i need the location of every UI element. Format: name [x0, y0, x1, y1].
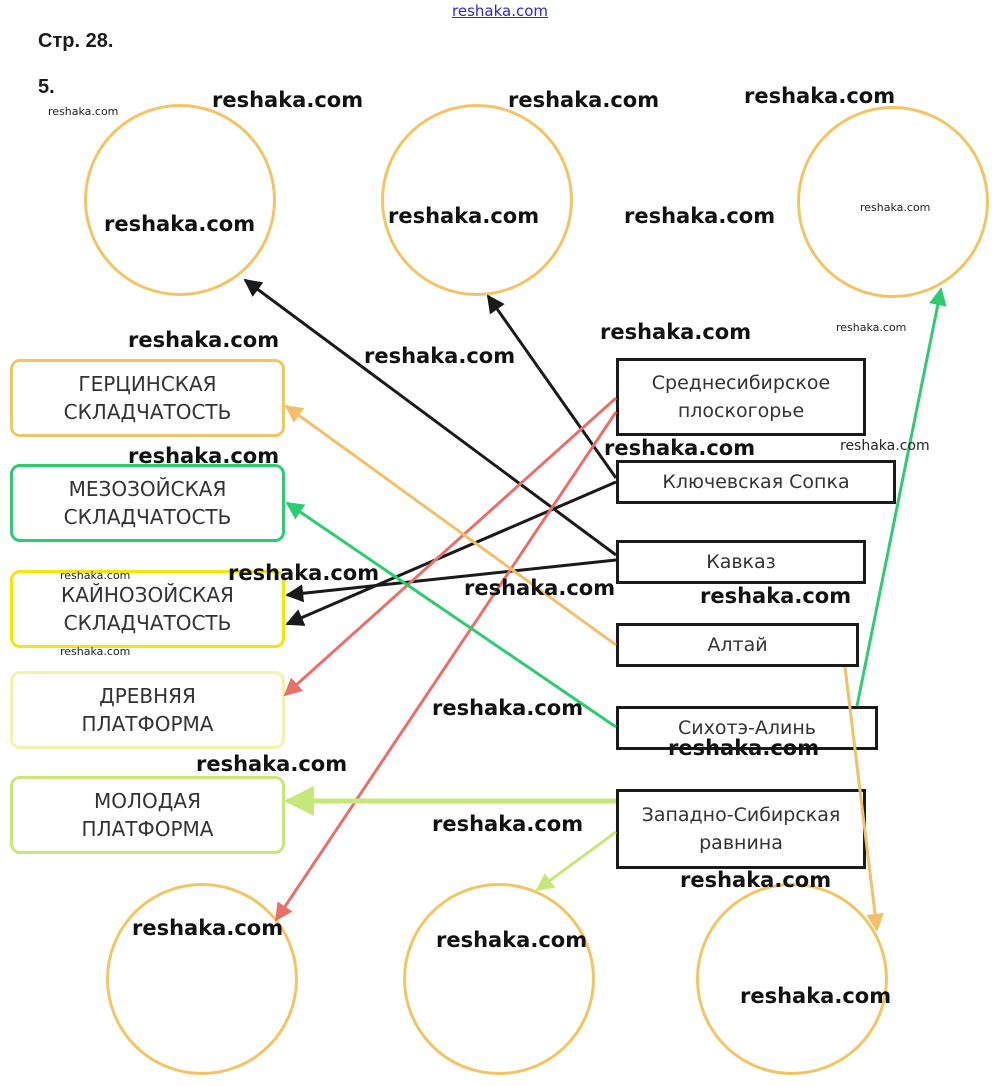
watermark: reshaka.com [680, 868, 832, 892]
watermark: reshaka.com [740, 984, 892, 1008]
region-label: Алтай [707, 634, 768, 656]
watermark-small: reshaka.com [60, 569, 131, 582]
watermark: reshaka.com [228, 561, 380, 585]
region-label: Сихотэ-Алинь [678, 717, 816, 739]
fold-label: ГЕРЦИНСКАЯ СКЛАДЧАТОСТЬ [63, 372, 232, 424]
region-label: Кавказ [706, 551, 776, 573]
watermark: reshaka.com [128, 444, 280, 468]
watermark: reshaka.com [624, 204, 776, 228]
watermark-small: reshaka.com [840, 438, 930, 454]
arrow-klyuchevskaya-to-cenozoic [285, 480, 617, 626]
fold-box-young-platform: МОЛОДАЯ ПЛАТФОРМА [10, 776, 285, 854]
watermark: reshaka.com [700, 584, 852, 608]
watermark: reshaka.com [128, 328, 280, 352]
arrow-altai-to-hercynian [284, 404, 617, 647]
watermark: reshaka.com [744, 84, 896, 108]
region-box-caucasus: Кавказ [616, 540, 866, 584]
arrow-sikhote-alin-to-mesozoic [285, 501, 617, 729]
fold-label: МЕЗОЗОЙСКАЯ СКЛАДЧАТОСТЬ [63, 477, 232, 529]
fold-label: МОЛОДАЯ ПЛАТФОРМА [81, 789, 214, 841]
watermark: reshaka.com [508, 88, 660, 112]
arrow-plain-to-circle [535, 830, 617, 892]
fold-box-mesozoic: МЕЗОЗОЙСКАЯ СКЛАДЧАТОСТЬ [10, 464, 285, 542]
watermark: reshaka.com [364, 344, 516, 368]
watermark: reshaka.com [464, 576, 616, 600]
watermark: reshaka.com [132, 916, 284, 940]
region-box-sikhote-alin: Сихотэ-Алинь [616, 706, 878, 750]
fold-box-ancient-platform: ДРЕВНЯЯ ПЛАТФОРМА [10, 671, 285, 749]
fold-label: ДРЕВНЯЯ ПЛАТФОРМА [81, 684, 214, 736]
fold-box-hercynian: ГЕРЦИНСКАЯ СКЛАДЧАТОСТЬ [10, 359, 285, 437]
arrow-caucasus-to-circle [243, 278, 617, 557]
region-box-west-siberian-plain: Западно-Сибирская равнина [616, 789, 866, 869]
page-label: Стр. 28. [38, 30, 114, 52]
fold-box-cenozoic: КАЙНОЗОЙСКАЯ СКЛАДЧАТОСТЬ [10, 570, 285, 648]
watermark: reshaka.com [104, 212, 256, 236]
answer-circle [696, 883, 888, 1075]
region-label: Среднесибирское плоскогорье [651, 372, 831, 422]
arrow-plateau-to-ancient-platform [283, 396, 618, 697]
watermark: reshaka.com [604, 436, 756, 460]
watermark: reshaka.com [196, 752, 348, 776]
watermark-small: reshaka.com [48, 105, 119, 118]
watermark-small: reshaka.com [60, 645, 131, 658]
region-box-klyuchevskaya: Ключевская Сопка [616, 460, 896, 504]
region-label: Западно-Сибирская равнина [641, 804, 841, 854]
watermark: reshaka.com [388, 204, 540, 228]
watermark: reshaka.com [432, 696, 584, 720]
answer-circle [106, 883, 298, 1075]
watermark-small: reshaka.com [836, 321, 907, 334]
watermark: reshaka.com [600, 320, 752, 344]
region-box-central-siberian-plateau: Среднесибирское плоскогорье [616, 358, 866, 436]
arrow-klyuchevskaya-to-circle [486, 294, 618, 479]
task-number: 5. [38, 76, 55, 98]
region-label: Ключевская Сопка [662, 471, 850, 493]
watermark: reshaka.com [436, 928, 588, 952]
top-site-link[interactable]: reshaka.com [452, 2, 548, 20]
answer-circle [381, 104, 573, 296]
region-box-altai: Алтай [616, 623, 859, 667]
watermark: reshaka.com [212, 88, 364, 112]
watermark: reshaka.com [668, 736, 820, 760]
watermark: reshaka.com [432, 812, 584, 836]
answer-circle [84, 104, 276, 296]
answer-circle [403, 883, 595, 1075]
watermark-small: reshaka.com [860, 201, 931, 214]
arrow-plateau-to-circle [274, 411, 618, 922]
fold-label: КАЙНОЗОЙСКАЯ СКЛАДЧАТОСТЬ [61, 583, 234, 635]
